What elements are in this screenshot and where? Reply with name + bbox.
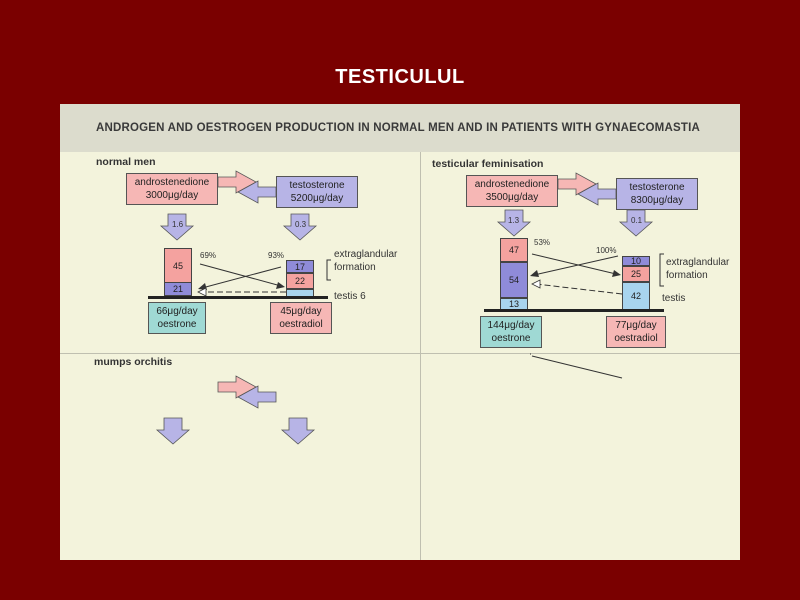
percent-right: 100%: [596, 246, 617, 255]
testis-label: testis: [662, 293, 686, 304]
arrows: [496, 172, 664, 379]
oestradiol-label: oestradiol: [614, 333, 658, 344]
androstenedione-label: androstenedione: [474, 179, 550, 190]
bar-left-segment: 47: [500, 238, 528, 262]
extraglandular-text: extraglandular: [666, 257, 730, 268]
oestradiol-rate: 45μg/day: [280, 306, 322, 317]
androstenedione-label: androstenedione: [134, 177, 210, 188]
ratio-left: 1.3: [508, 216, 520, 225]
oestradiol-box: 45μg/day oestradiol: [270, 302, 332, 334]
panel-title: mumps orchitis: [94, 356, 173, 368]
testosterone-rate: 8300μg/day: [630, 195, 684, 206]
androstenedione-box: androstenedione 3500μg/day: [466, 175, 558, 207]
oestrone-box: 66μg/day oestrone: [148, 302, 206, 334]
panel-testicular-feminisation: testicular feminisation androstenedione …: [432, 158, 740, 379]
panel-mumps-orchitis: mumps orchitis: [94, 356, 434, 556]
testosterone-label: testosterone: [629, 182, 685, 193]
oestrone-rate: 144μg/day: [487, 320, 535, 331]
androstenedione-rate: 3000μg/day: [145, 190, 199, 201]
oestrone-rate: 66μg/day: [156, 306, 198, 317]
formation-text: formation: [666, 270, 708, 281]
figure-title: ANDROGEN AND OESTROGEN PRODUCTION IN NOR…: [96, 122, 700, 134]
bar-left-segment: 45: [164, 248, 192, 283]
figure-header: ANDROGEN AND OESTROGEN PRODUCTION IN NOR…: [60, 104, 740, 152]
percent-left: 69%: [200, 251, 217, 260]
panel-title: testicular feminisation: [432, 158, 544, 170]
extraglandular-label: extraglandular formation: [666, 256, 729, 282]
testis-label: testis 6: [334, 291, 366, 302]
androstenedione-box: androstenedione 3000μg/day: [126, 173, 218, 205]
testosterone-rate: 5200μg/day: [290, 193, 344, 204]
oestrone-box: 144μg/day oestrone: [480, 316, 542, 348]
ratio-left: 1.6: [172, 220, 184, 229]
slide-title: TESTICULUL: [335, 66, 465, 88]
baseline: [484, 309, 664, 312]
bar-right-segment: 42: [622, 282, 650, 310]
bar-left-segment: 21: [164, 282, 192, 296]
androstenedione-rate: 3500μg/day: [485, 192, 539, 203]
arrows: [155, 375, 316, 445]
extraglandular-text: extraglandular: [334, 249, 398, 260]
bar-right-segment: 17: [286, 260, 314, 273]
percent-left: 53%: [534, 238, 551, 247]
oestradiol-label: oestradiol: [279, 319, 323, 330]
testosterone-label: testosterone: [289, 180, 345, 191]
testosterone-box: testosterone 8300μg/day: [616, 178, 698, 210]
panel-normal-men: normal men androstenedione 3000μg/day te…: [96, 156, 436, 356]
percent-right: 93%: [268, 251, 285, 260]
divider-horizontal: [60, 353, 740, 354]
ratio-right: 0.1: [631, 216, 643, 225]
ratio-right: 0.3: [295, 220, 307, 229]
panel-title: normal men: [96, 156, 156, 168]
oestrone-label: oestrone: [491, 333, 531, 344]
bar-right-segment: 25: [622, 266, 650, 282]
formation-text: formation: [334, 262, 376, 273]
extraglandular-label: extraglandular formation: [334, 248, 397, 274]
testosterone-box: testosterone 5200μg/day: [276, 176, 358, 208]
figure: ANDROGEN AND OESTROGEN PRODUCTION IN NOR…: [60, 104, 740, 560]
divider-vertical: [420, 152, 421, 560]
arrows: [159, 170, 331, 297]
oestradiol-rate: 77μg/day: [615, 320, 657, 331]
baseline: [148, 296, 328, 299]
bar-left-segment: 54: [500, 262, 528, 298]
bar-right-segment: 22: [286, 273, 314, 289]
oestrone-label: oestrone: [157, 319, 197, 330]
oestradiol-box: 77μg/day oestradiol: [606, 316, 666, 348]
bar-right-segment: 10: [622, 256, 650, 266]
